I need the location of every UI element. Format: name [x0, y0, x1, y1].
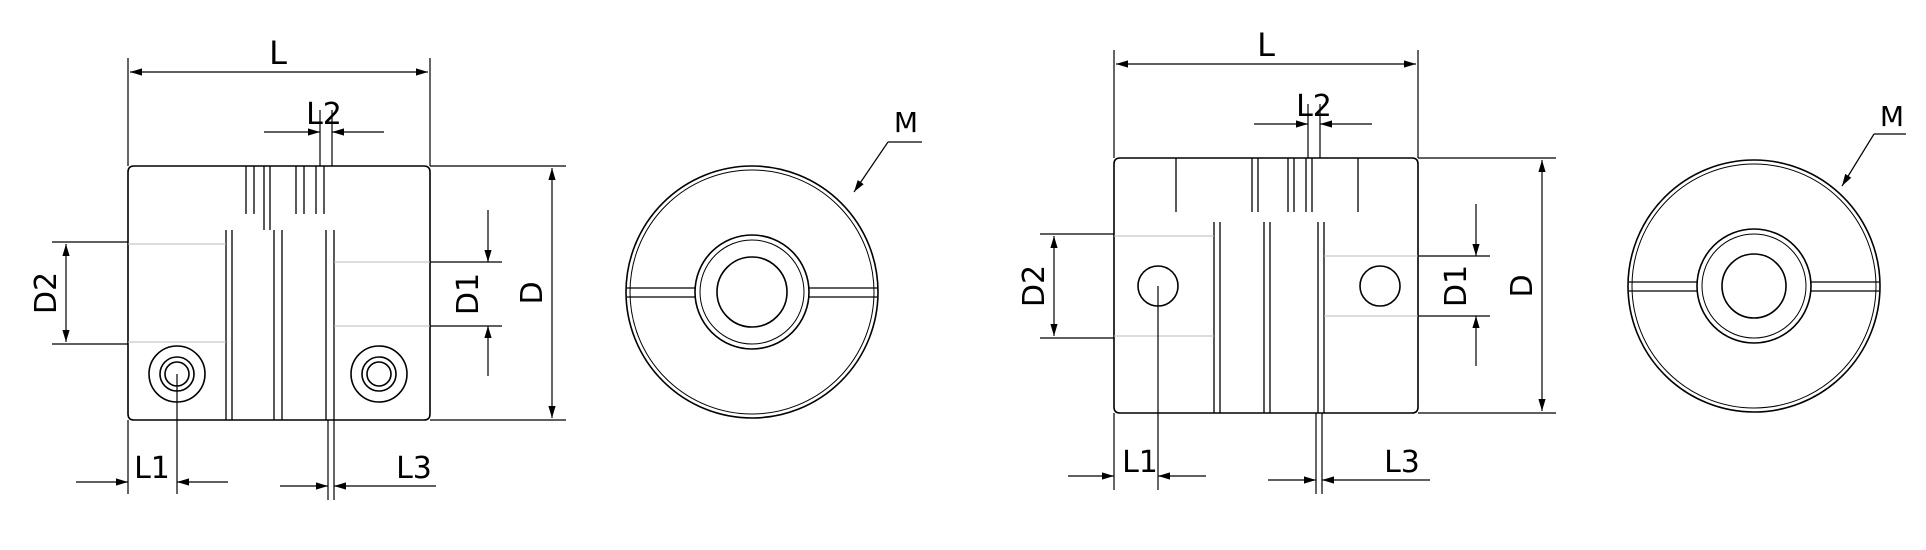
left-label-M: M: [894, 106, 918, 139]
left-coupling-side-view: [127, 165, 431, 421]
right-set-screw-hole-2: [1359, 265, 1401, 307]
right-dimensions: [1040, 50, 1556, 494]
right-coupling-slots: [1175, 158, 1359, 413]
left-label-L3: L3: [396, 451, 432, 486]
right-label-D: D: [1505, 274, 1540, 297]
left-label-D: D: [515, 281, 550, 304]
left-coupling-slots: [225, 166, 335, 420]
left-dimension-labels: L L2 D2 D1 D L1 L3: [29, 34, 550, 486]
left-screw-hole-2: [350, 345, 408, 403]
left-label-L: L: [269, 34, 287, 72]
right-label-L2: L2: [1296, 89, 1332, 124]
right-label-L: L: [1257, 26, 1275, 64]
right-end-view: [1627, 133, 1906, 413]
right-dimension-labels: L L2 D2 D1 D L1 L3: [1017, 26, 1540, 480]
left-hidden-lines: [128, 243, 430, 343]
right-label-D1: D1: [1439, 265, 1474, 307]
right-coupling-side-view: [1113, 157, 1419, 414]
left-dimensions: [52, 58, 566, 500]
right-label-L1: L1: [1122, 445, 1158, 480]
left-label-D2: D2: [29, 272, 64, 314]
left-label-L2: L2: [306, 97, 342, 132]
left-label-L1: L1: [134, 451, 170, 486]
right-hidden-lines: [1114, 235, 1418, 337]
right-label-D2: D2: [1017, 265, 1052, 307]
right-label-M: M: [1880, 100, 1904, 133]
right-coupling-body: [1113, 157, 1419, 414]
left-coupling-body: [127, 165, 431, 421]
left-label-D1: D1: [451, 273, 486, 315]
left-end-view: [625, 141, 922, 419]
right-label-L3: L3: [1384, 445, 1420, 480]
